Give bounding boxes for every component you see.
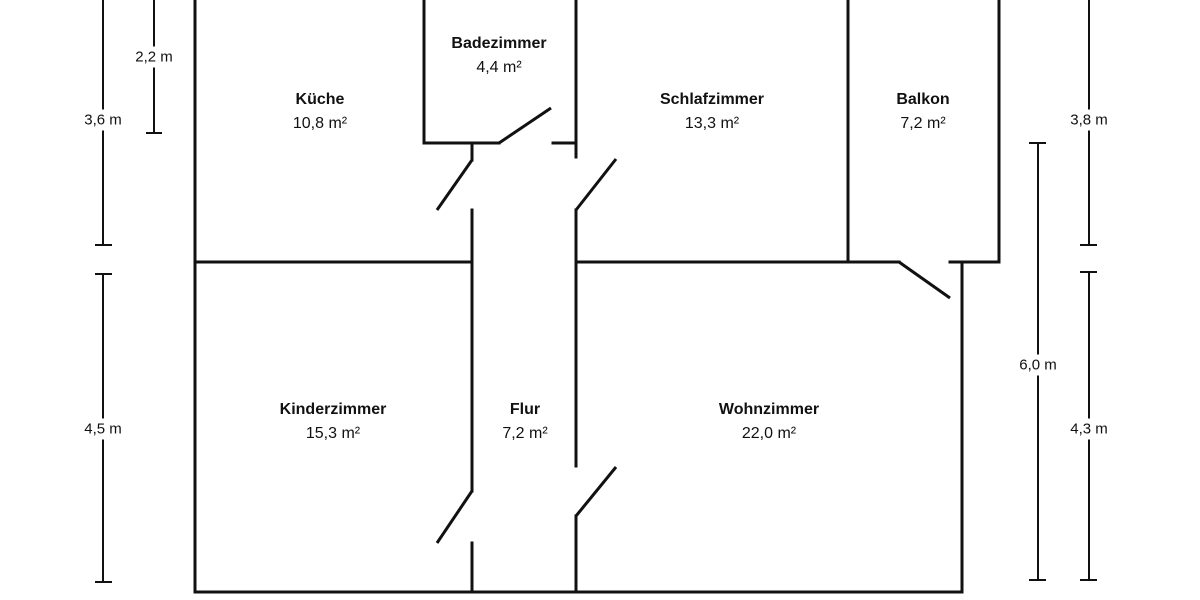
dimension-label-6-0: 6,0 m bbox=[1018, 354, 1058, 376]
dimension-label-4-3: 4,3 m bbox=[1069, 418, 1109, 440]
room-area: 4,4 m² bbox=[476, 59, 522, 76]
door-kinderzimmer bbox=[435, 490, 474, 544]
room-name: Schlafzimmer bbox=[659, 91, 765, 108]
room-area: 7,2 m² bbox=[900, 115, 946, 132]
room-schlafzimmer: Schlafzimmer 13,3 m² bbox=[660, 88, 764, 136]
dimension-label-3-6: 3,6 m bbox=[83, 109, 123, 131]
room-name: Flur bbox=[509, 401, 541, 418]
room-wohnzimmer: Wohnzimmer 22,0 m² bbox=[719, 398, 819, 446]
room-name: Balkon bbox=[896, 91, 950, 108]
room-name: Wohnzimmer bbox=[718, 401, 820, 418]
room-area: 22,0 m² bbox=[741, 425, 797, 442]
door-kueche bbox=[435, 159, 474, 211]
room-name: Küche bbox=[295, 91, 345, 108]
dimension-label-4-5: 4,5 m bbox=[83, 418, 123, 440]
interior-walls bbox=[193, 0, 1001, 594]
room-balkon: Balkon 7,2 m² bbox=[896, 88, 949, 136]
room-area: 15,3 m² bbox=[305, 425, 361, 442]
room-flur: Flur 7,2 m² bbox=[502, 398, 547, 446]
room-area: 7,2 m² bbox=[502, 425, 548, 442]
room-kueche: Küche 10,8 m² bbox=[293, 88, 347, 136]
dimension-label-2-2: 2,2 m bbox=[134, 46, 174, 68]
room-area: 10,8 m² bbox=[292, 115, 348, 132]
outer-walls bbox=[193, 0, 1001, 594]
dimension-label-3-8: 3,8 m bbox=[1069, 109, 1109, 131]
door-badezimmer bbox=[498, 106, 552, 145]
room-name: Kinderzimmer bbox=[279, 401, 387, 418]
room-area: 13,3 m² bbox=[684, 115, 740, 132]
doors bbox=[435, 106, 951, 544]
door-wohnzimmer bbox=[574, 466, 618, 517]
room-badezimmer: Badezimmer 4,4 m² bbox=[451, 32, 546, 80]
room-kinderzimmer: Kinderzimmer 15,3 m² bbox=[280, 398, 387, 446]
door-balkon bbox=[898, 260, 951, 300]
door-schlafzimmer bbox=[574, 158, 618, 211]
room-name: Badezimmer bbox=[451, 35, 547, 52]
